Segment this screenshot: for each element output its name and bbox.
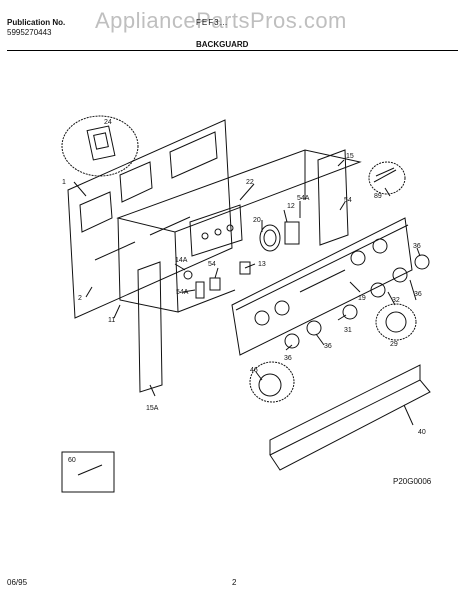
part-label-54-lower: 54 xyxy=(208,261,216,268)
part-label-89: 89 xyxy=(374,193,382,200)
part-label-54-upper: 54 xyxy=(344,197,352,204)
part-label-22: 22 xyxy=(246,179,254,186)
part-label-36-left: 36 xyxy=(284,355,292,362)
part-label-1: 1 xyxy=(62,179,66,186)
publication-date: 06/95 xyxy=(7,578,28,587)
part-label-24: 24 xyxy=(104,119,112,126)
knob-46 xyxy=(258,373,282,397)
clock-ring xyxy=(259,224,281,252)
part-label-54a-lower: 54A xyxy=(176,289,189,296)
watermark: AppliancePartsPros.com xyxy=(95,8,347,33)
model-number: FEF3… xyxy=(196,18,229,27)
part-label-60: 60 xyxy=(68,457,76,464)
part-label-11: 11 xyxy=(108,317,115,324)
part-label-29: 29 xyxy=(390,341,398,348)
section-title: BACKGUARD xyxy=(196,40,249,49)
part-label-40: 40 xyxy=(418,429,426,436)
screw-89 xyxy=(368,161,406,195)
part-label-36-far-right: 36 xyxy=(414,291,422,298)
part-label-46: 46 xyxy=(250,367,258,374)
control-board xyxy=(189,204,243,257)
part-label-19: 19 xyxy=(358,295,366,302)
rear-panel xyxy=(67,119,233,319)
trim-40 xyxy=(269,379,431,471)
part-label-54a-upper: 54A xyxy=(297,195,310,202)
screw-60-inset xyxy=(61,451,115,493)
part-label-15a: 15A xyxy=(146,405,159,412)
page-number: 2 xyxy=(232,578,237,587)
part-label-14a: 14A xyxy=(175,257,188,264)
side-bracket-15 xyxy=(317,149,349,246)
header-rule xyxy=(7,50,458,51)
publication-number: 5995270443 xyxy=(7,28,52,37)
publication-label: Publication No. xyxy=(7,18,66,27)
knob-36 xyxy=(284,333,300,349)
drawing-code: P20G0006 xyxy=(393,477,432,486)
part-label-36-right: 36 xyxy=(413,243,421,250)
part-label-12: 12 xyxy=(287,203,295,210)
part-label-31: 31 xyxy=(344,327,352,334)
part-label-36-middle: 36 xyxy=(324,343,332,350)
part-label-13: 13 xyxy=(258,261,266,268)
backguard-frame xyxy=(116,149,362,233)
part-label-2: 2 xyxy=(78,295,82,302)
part-label-20: 20 xyxy=(253,217,261,224)
control-panel xyxy=(231,217,413,356)
part-label-15: 15 xyxy=(346,153,354,160)
side-bracket-15a xyxy=(137,261,163,393)
part-label-32: 32 xyxy=(392,297,400,304)
knob-29 xyxy=(385,311,407,333)
switch-24 xyxy=(86,125,116,161)
